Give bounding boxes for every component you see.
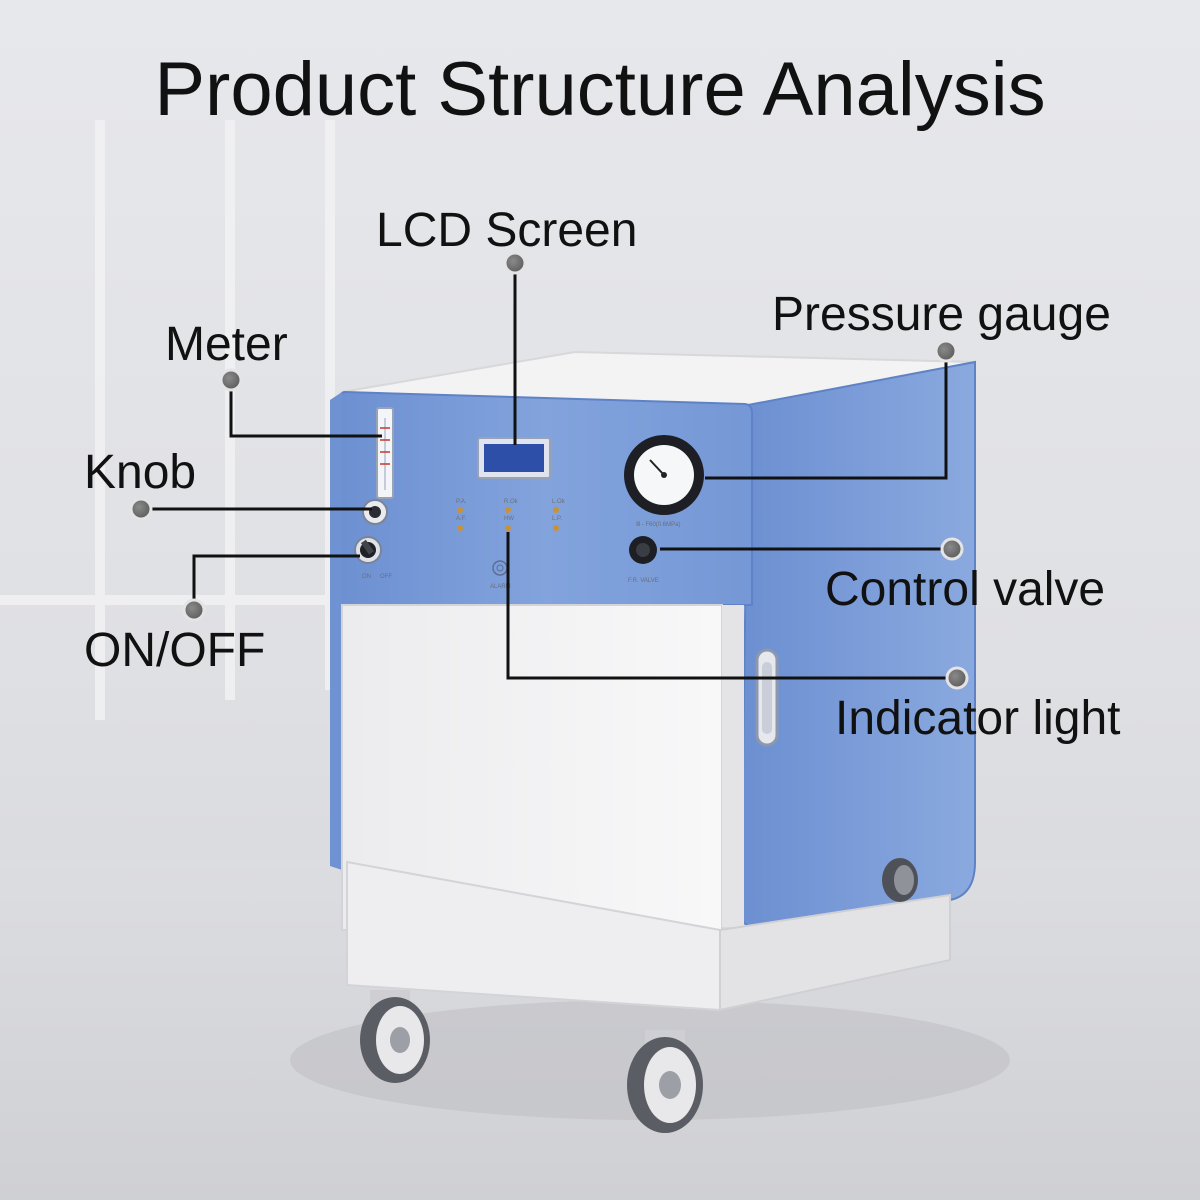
mark-rok: R.Ok [504, 499, 519, 505]
switch-off-label: OFF [380, 574, 392, 580]
lcd-screen [477, 437, 551, 479]
mark-lok: L.Ok [552, 499, 566, 505]
indicator-light [457, 525, 463, 531]
alarm-speaker-center [496, 564, 504, 572]
marker-dot-pressure [934, 339, 958, 363]
label-lcd-screen: LCD Screen [376, 204, 638, 257]
indicator-light [457, 507, 463, 513]
label-meter: Meter [165, 318, 288, 371]
marker-dot-knob [129, 497, 153, 521]
page-title: Product Structure Analysis [154, 47, 1046, 132]
flow-meter [376, 407, 394, 499]
gauge-caption: Ⅲ - F60(0.6MPa) [636, 522, 680, 528]
mark-hw: HW [504, 516, 514, 522]
label-control-valve: Control valve [825, 563, 1106, 616]
mark-pa: P.A. [456, 499, 467, 505]
label-knob: Knob [84, 446, 197, 499]
valve-caption: F.R. VALVE [628, 578, 659, 584]
leader-on-off [192, 554, 360, 610]
indicator-light [505, 525, 511, 531]
pressure-gauge: Ⅲ - F60(0.6MPa) [624, 435, 704, 528]
leader-indicator [506, 532, 955, 680]
flow-knob [362, 499, 388, 525]
power-switch: ON OFF [354, 536, 392, 580]
indicator-light [505, 507, 511, 513]
marker-dot-meter [219, 368, 243, 392]
control-valve: F.R. VALVE [628, 536, 659, 584]
mark-lp: L.P. [552, 516, 562, 522]
indicator-panel: P.A. A.F. R.Ok HW L.Ok L.P. ALARM [456, 499, 566, 590]
mark-alarm: ALARM [490, 584, 511, 590]
side-handle-inner [762, 662, 772, 734]
label-pressure-gauge: Pressure gauge [772, 288, 1111, 341]
wheel-front-left [360, 990, 430, 1083]
wheel-rear-right [882, 858, 918, 902]
label-on-off: ON/OFF [84, 624, 266, 677]
front-left-edge [330, 392, 342, 870]
label-indicator-light: Indicator light [835, 692, 1121, 745]
marker-dot-lcd [503, 251, 527, 275]
indicator-light [553, 525, 559, 531]
mark-af: A.F. [456, 516, 467, 522]
side-panel [739, 360, 976, 927]
leader-lines [141, 265, 955, 680]
indicator-light [553, 507, 559, 513]
machine-base-side [719, 893, 951, 1012]
marker-dots [129, 251, 969, 690]
door-side-strip [722, 605, 744, 927]
switch-on-label: ON [362, 574, 371, 580]
leader-meter [229, 382, 382, 438]
marker-dot-indicator [945, 666, 969, 690]
leader-pressure [705, 353, 948, 480]
marker-dot-valve [940, 537, 964, 561]
marker-dot-on-off [182, 598, 206, 622]
wheel-front-right [627, 1030, 703, 1133]
